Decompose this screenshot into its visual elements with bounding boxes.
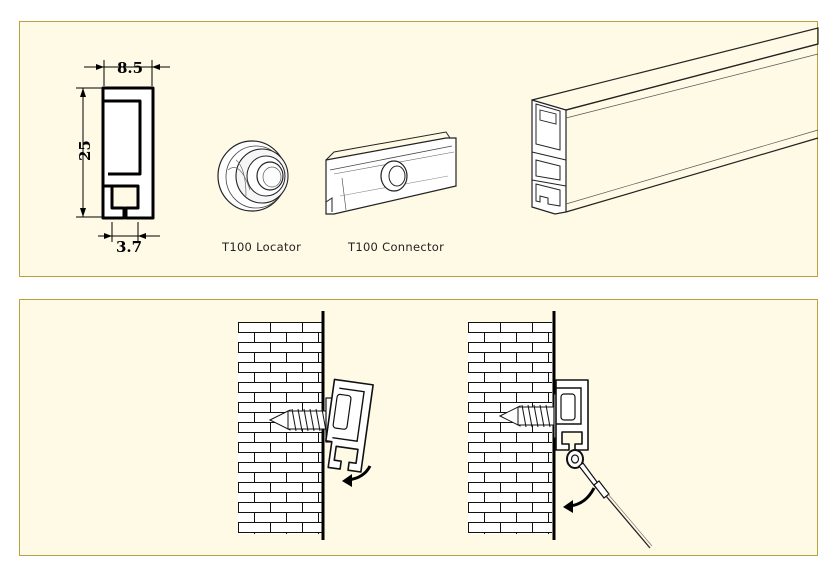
hanging-hook-icon [566,449,610,499]
installation-panel [19,299,818,556]
width-dimension-label: 8.5 [117,59,143,77]
gap-dimension-label: 3.7 [116,238,142,256]
rail-profile-tilted [325,378,374,473]
brick-wall [468,322,552,534]
rotate-arrow-icon [569,487,596,508]
connector-caption: T100 Connector [347,240,444,254]
locator-caption: T100 Locator [221,240,301,254]
installation-view-mounting [238,311,374,540]
profile-cross-section: 8.5 25 3.7 [76,59,170,256]
height-dimension-label: 25 [76,140,94,161]
locator-drawing [217,140,289,212]
hanging-cable [605,495,651,549]
rail-profile-upright [555,379,589,451]
installation-view-hanging [468,311,653,549]
rail-perspective-drawing [531,27,819,215]
connector-drawing [325,131,457,215]
